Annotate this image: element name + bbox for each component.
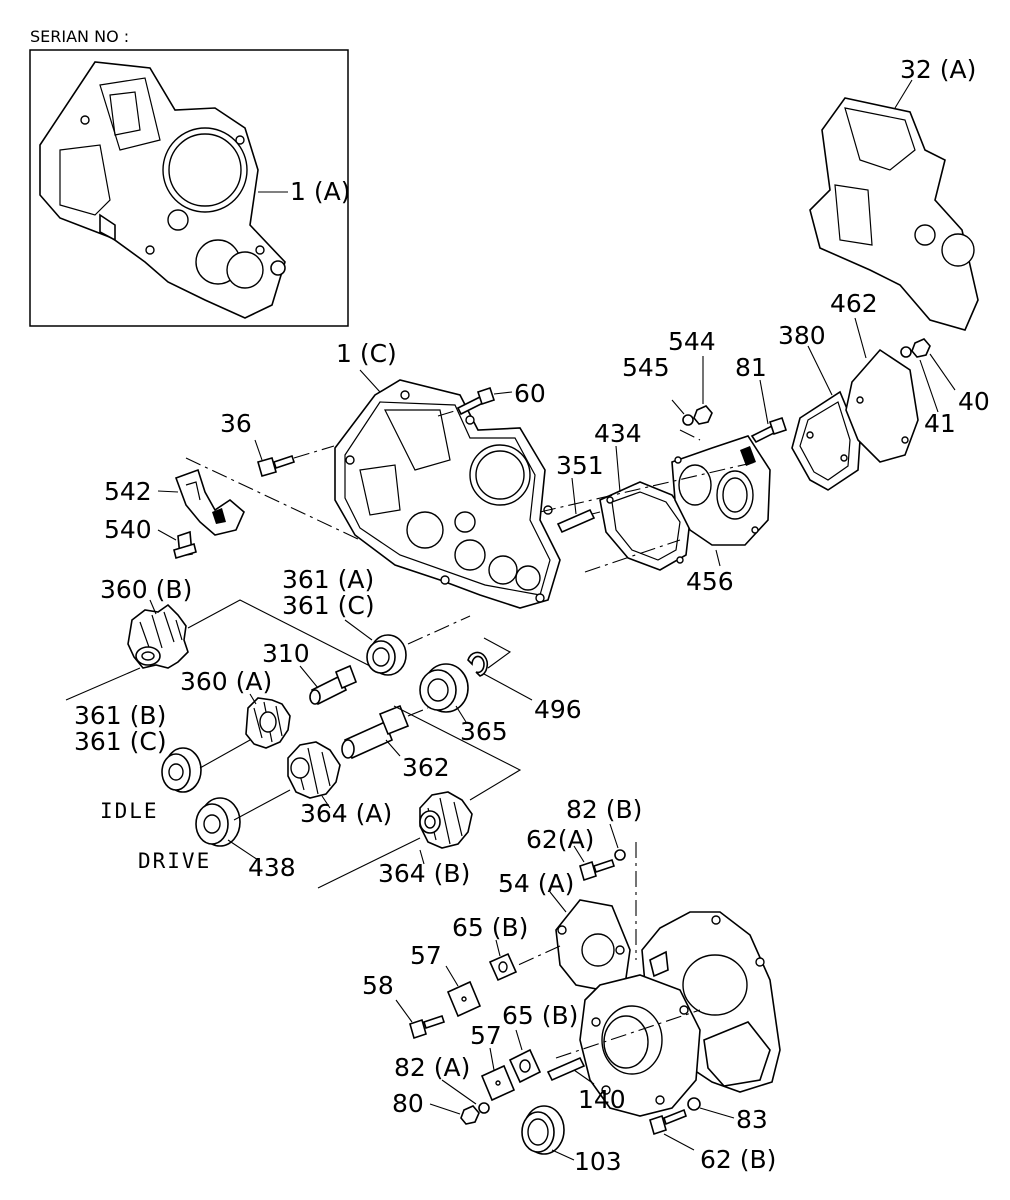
idle-note: IDLE: [100, 799, 159, 823]
callout-82b: 82 (B): [566, 795, 642, 824]
washer-545: [682, 414, 694, 426]
callout-496: 496: [534, 695, 582, 724]
callout-434: 434: [594, 419, 642, 448]
callout-80: 80: [392, 1089, 424, 1118]
washer-83: [687, 1097, 701, 1111]
callout-361c-upper: 361 (C): [282, 591, 375, 620]
gasket-32a: [809, 97, 979, 331]
callout-54a: 54 (A): [498, 869, 574, 898]
callout-456: 456: [686, 567, 734, 596]
callout-65b-upper: 65 (B): [452, 913, 528, 942]
nut-40: [911, 338, 931, 358]
callout-438: 438: [248, 853, 296, 882]
bolt-62a: [579, 858, 616, 882]
callout-103: 103: [574, 1147, 622, 1176]
callout-65b-lower: 65 (B): [502, 1001, 578, 1030]
snap-ring-496: [467, 651, 489, 677]
callout-362: 362: [402, 753, 450, 782]
plate-57-upper: [446, 980, 482, 1018]
drive-gear-364b: [419, 791, 473, 849]
drive-shaft-362: [341, 704, 410, 760]
callout-544: 544: [668, 327, 716, 356]
callout-81: 81: [735, 353, 767, 382]
nut-80: [460, 1105, 480, 1125]
inset-frame: [29, 49, 349, 327]
bolt-62b: [649, 1108, 687, 1136]
washer-82a: [478, 1102, 490, 1114]
callout-540: 540: [104, 515, 152, 544]
bearing-365: [419, 663, 469, 713]
drive-note: DRIVE: [138, 849, 211, 873]
callout-361a: 361 (A): [282, 565, 374, 594]
bearing-housing-456: [671, 435, 771, 546]
callout-40: 40: [958, 387, 990, 416]
callout-310: 310: [262, 639, 310, 668]
plate-57-lower: [480, 1064, 516, 1102]
bolt-36: [257, 454, 296, 477]
gear-360a: [245, 697, 291, 749]
callout-58: 58: [362, 971, 394, 1000]
bolt-540: [173, 530, 197, 560]
washer-82b: [614, 849, 626, 861]
callout-360b: 360 (B): [100, 575, 192, 604]
timing-gear-case-1c: [334, 379, 561, 609]
callout-36: 36: [220, 409, 252, 438]
drive-gear-364a: [287, 741, 341, 799]
callout-462: 462: [830, 289, 878, 318]
washer-41: [900, 346, 912, 358]
idle-gear-360b: [127, 603, 189, 669]
gasket-380: [791, 390, 861, 491]
callout-545: 545: [622, 353, 670, 382]
bolt-60: [456, 386, 496, 416]
callout-380: 380: [778, 321, 826, 350]
gasket-65b-upper: [488, 952, 518, 982]
bolt-58: [409, 1014, 446, 1040]
callout-351: 351: [556, 451, 604, 480]
callout-60: 60: [514, 379, 546, 408]
callout-1c: 1 (C): [336, 339, 397, 368]
callout-360a: 360 (A): [180, 667, 272, 696]
callout-57-lower: 57: [470, 1021, 502, 1050]
oil-seal-103: [521, 1105, 565, 1155]
bearing-438: [195, 797, 241, 847]
bearing-361a: [366, 634, 407, 676]
gasket-65b-lower: [508, 1048, 542, 1084]
stud-351: [556, 508, 596, 534]
callout-364a: 364 (A): [300, 799, 392, 828]
cover-plate-462: [845, 348, 919, 463]
callout-62a: 62(A): [526, 825, 594, 854]
callout-1a: 1 (A): [290, 177, 350, 206]
callout-32a: 32 (A): [900, 55, 976, 84]
callout-57-upper: 57: [410, 941, 442, 970]
callout-364b: 364 (B): [378, 859, 470, 888]
callout-361b: 361 (B): [74, 701, 166, 730]
callout-83: 83: [736, 1105, 768, 1134]
gasket-434: [599, 481, 691, 571]
callout-62b: 62 (B): [700, 1145, 776, 1174]
bracket-542: [174, 468, 245, 536]
stud-140: [546, 1056, 586, 1082]
callout-542: 542: [104, 477, 152, 506]
nut-544: [693, 405, 713, 425]
serial-number-label: SERIAN NO :: [30, 27, 129, 46]
callout-365: 365: [460, 717, 508, 746]
front-cover-assembly-inset: [39, 61, 286, 319]
callout-41: 41: [924, 409, 956, 438]
bearing-361b: [161, 747, 202, 793]
callout-140: 140: [578, 1085, 626, 1114]
callout-82a: 82 (A): [394, 1053, 470, 1082]
callout-361c-lower: 361 (C): [74, 727, 167, 756]
oil-pump-housing-54a: [555, 899, 781, 1117]
idle-shaft-310: [309, 664, 358, 706]
